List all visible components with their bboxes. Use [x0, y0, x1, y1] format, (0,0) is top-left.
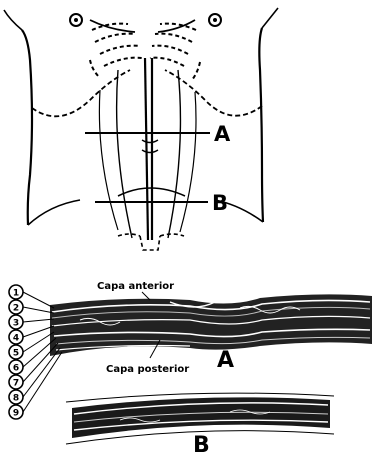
layer-marker-2: 2: [9, 300, 54, 314]
rectus-lines: [99, 58, 196, 240]
section-label-a: A: [214, 122, 231, 146]
svg-text:7: 7: [13, 379, 19, 389]
costal-margin-dashes: [32, 70, 262, 116]
cross-section-b-label: B: [193, 433, 210, 458]
svg-text:2: 2: [13, 304, 19, 314]
nipple-right-icon: [209, 14, 221, 26]
svg-text:6: 6: [13, 364, 19, 374]
svg-text:5: 5: [13, 349, 19, 359]
layer-marker-3: 3: [9, 315, 54, 329]
nipple-left-icon: [70, 14, 82, 26]
svg-text:3: 3: [13, 319, 19, 329]
section-label-b: B: [212, 191, 228, 215]
label-capa-anterior: Capa anterior: [97, 281, 174, 292]
svg-text:9: 9: [13, 409, 19, 419]
cross-section-a: [50, 294, 372, 356]
label-capa-posterior: Capa posterior: [106, 364, 189, 375]
svg-text:8: 8: [13, 394, 19, 404]
cross-section-a-label: A: [217, 348, 234, 373]
svg-text:4: 4: [13, 334, 19, 344]
svg-text:1: 1: [13, 289, 19, 299]
